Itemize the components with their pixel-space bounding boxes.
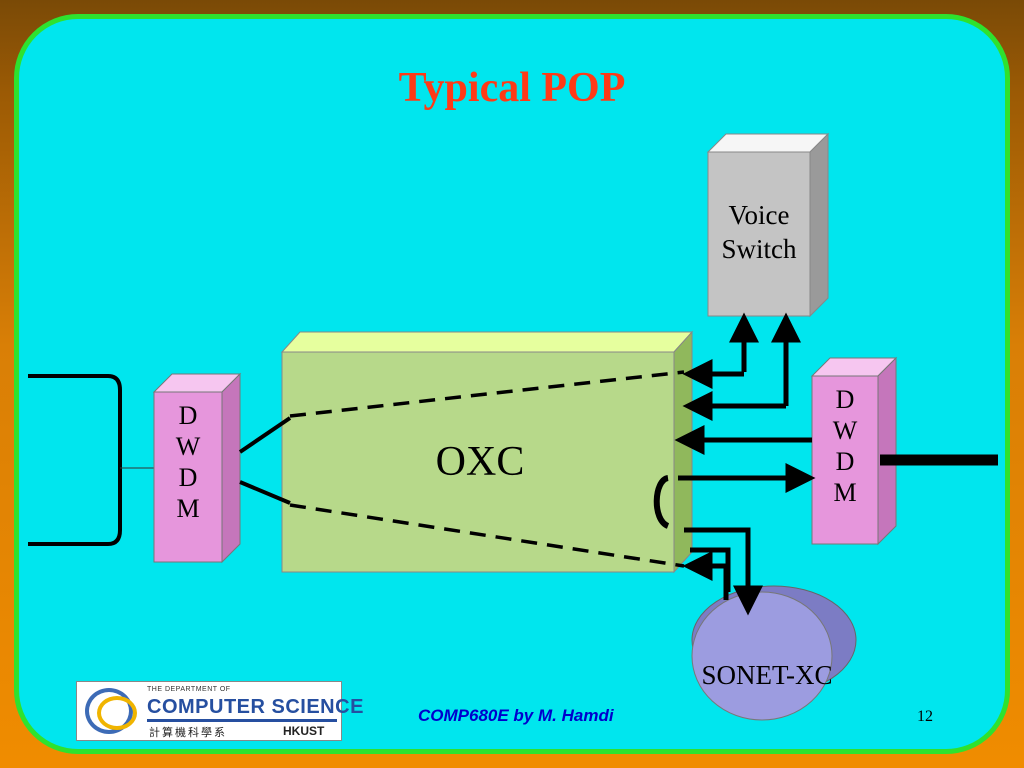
dwdm-right-letter: D [835, 447, 855, 476]
oxc-voice-switch-links [682, 312, 801, 421]
logo-name: COMPUTER SCIENCE [147, 696, 364, 718]
logo-department-line: THE DEPARTMENT OF [147, 686, 231, 693]
oxc-sonet-xc-links [682, 527, 763, 616]
oxc-lightpaths [289, 370, 685, 568]
dwdm-right-label: D W D M [812, 384, 878, 508]
dwdm-to-oxc-lines [238, 416, 292, 505]
voice-switch-label-line2: Switch [721, 234, 797, 264]
dwdm-left-letter: W [175, 432, 201, 461]
left-fiber-bracket [28, 374, 154, 546]
logo-divider [147, 719, 337, 722]
sonet-xc-label: SONET-XC [701, 660, 833, 690]
voice-switch-box [706, 132, 830, 318]
page-number: 12 [917, 708, 933, 725]
dwdm-left-letter: M [176, 494, 200, 523]
dwdm-left-letter: D [178, 401, 198, 430]
oxc-dwdm-right-links [653, 425, 816, 529]
voice-switch-label-line1: Voice [728, 200, 790, 230]
dwdm-right-letter: W [832, 416, 858, 445]
dwdm-left-letter: D [178, 463, 198, 492]
voice-switch-label: Voice Switch [708, 198, 810, 266]
department-logo: THE DEPARTMENT OF COMPUTER SCIENCE 計算機科學… [76, 681, 363, 741]
dwdm-right-letter: M [833, 478, 857, 507]
slide-title: Typical POP [398, 65, 626, 111]
logo-emblem-accent-icon [97, 696, 137, 730]
dwdm-right-box [810, 356, 898, 546]
oxc-label: OXC [435, 439, 525, 485]
logo-institution: HKUST [283, 724, 325, 738]
dwdm-left-box [152, 372, 242, 564]
dwdm-left-label: D W D M [154, 400, 222, 524]
sonet-xc-disc [691, 585, 857, 721]
logo-chinese-name: 計算機科學系 [149, 726, 227, 739]
dwdm-right-letter: D [835, 385, 855, 414]
footer-course: COMP680E by M. Hamdi [418, 706, 614, 725]
